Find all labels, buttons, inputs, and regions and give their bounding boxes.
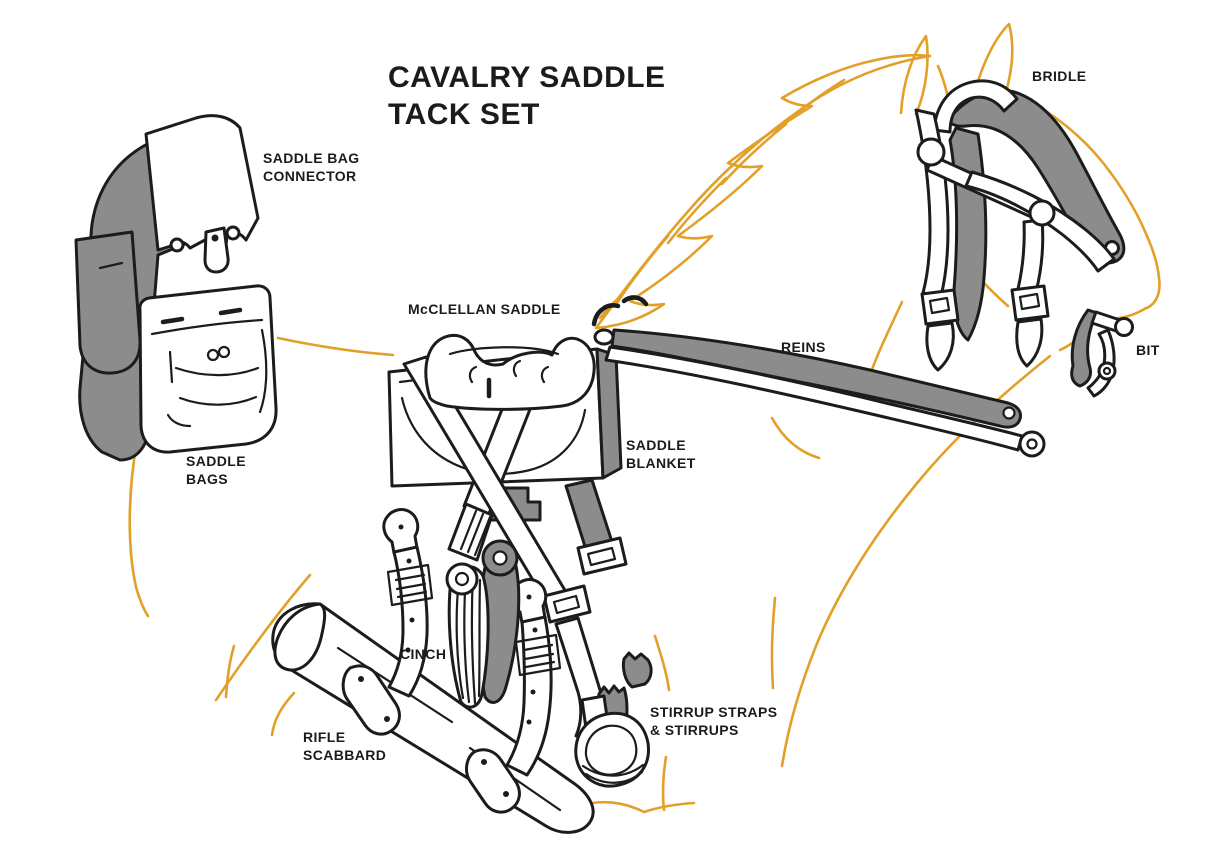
label-bridle: BRIDLE bbox=[1032, 68, 1087, 84]
mcclellan-saddle-drawing bbox=[387, 295, 649, 744]
label-saddle-bag-connector: SADDLE BAG CONNECTOR bbox=[263, 150, 360, 185]
label-bit: BIT bbox=[1136, 342, 1160, 358]
saddle-bag-front bbox=[138, 284, 278, 454]
stirrup-drawing bbox=[574, 651, 653, 788]
saddle-bags-drawing bbox=[74, 114, 278, 462]
stirrup-hoop bbox=[574, 711, 650, 788]
cinch-drawing bbox=[445, 539, 521, 709]
label-reins: REINS bbox=[781, 339, 826, 355]
horse-outline bbox=[128, 22, 1161, 820]
bridle-drawing bbox=[914, 79, 1126, 372]
mane-bottom-edge bbox=[594, 53, 932, 330]
label-stirrup-straps: STIRRUP STRAPS & STIRRUPS bbox=[650, 704, 778, 739]
bit-drawing bbox=[1070, 308, 1134, 398]
label-saddle-blanket: SADDLE BLANKET bbox=[626, 437, 696, 472]
rifle-scabbard-drawing bbox=[271, 508, 595, 834]
label-mcclellan-saddle: McCLELLAN SADDLE bbox=[408, 301, 561, 317]
saddle-bag-connector-flap bbox=[144, 114, 260, 252]
label-saddle-bags: SADDLE BAGS bbox=[186, 453, 246, 488]
rein-lower bbox=[604, 345, 1024, 452]
reins-drawing bbox=[604, 328, 1046, 458]
saddle-seat bbox=[424, 333, 596, 411]
label-rifle-scabbard: RIFLE SCABBARD bbox=[303, 729, 387, 764]
page-title: CAVALRY SADDLE TACK SET bbox=[388, 61, 666, 131]
label-cinch: CINCH bbox=[400, 646, 447, 662]
